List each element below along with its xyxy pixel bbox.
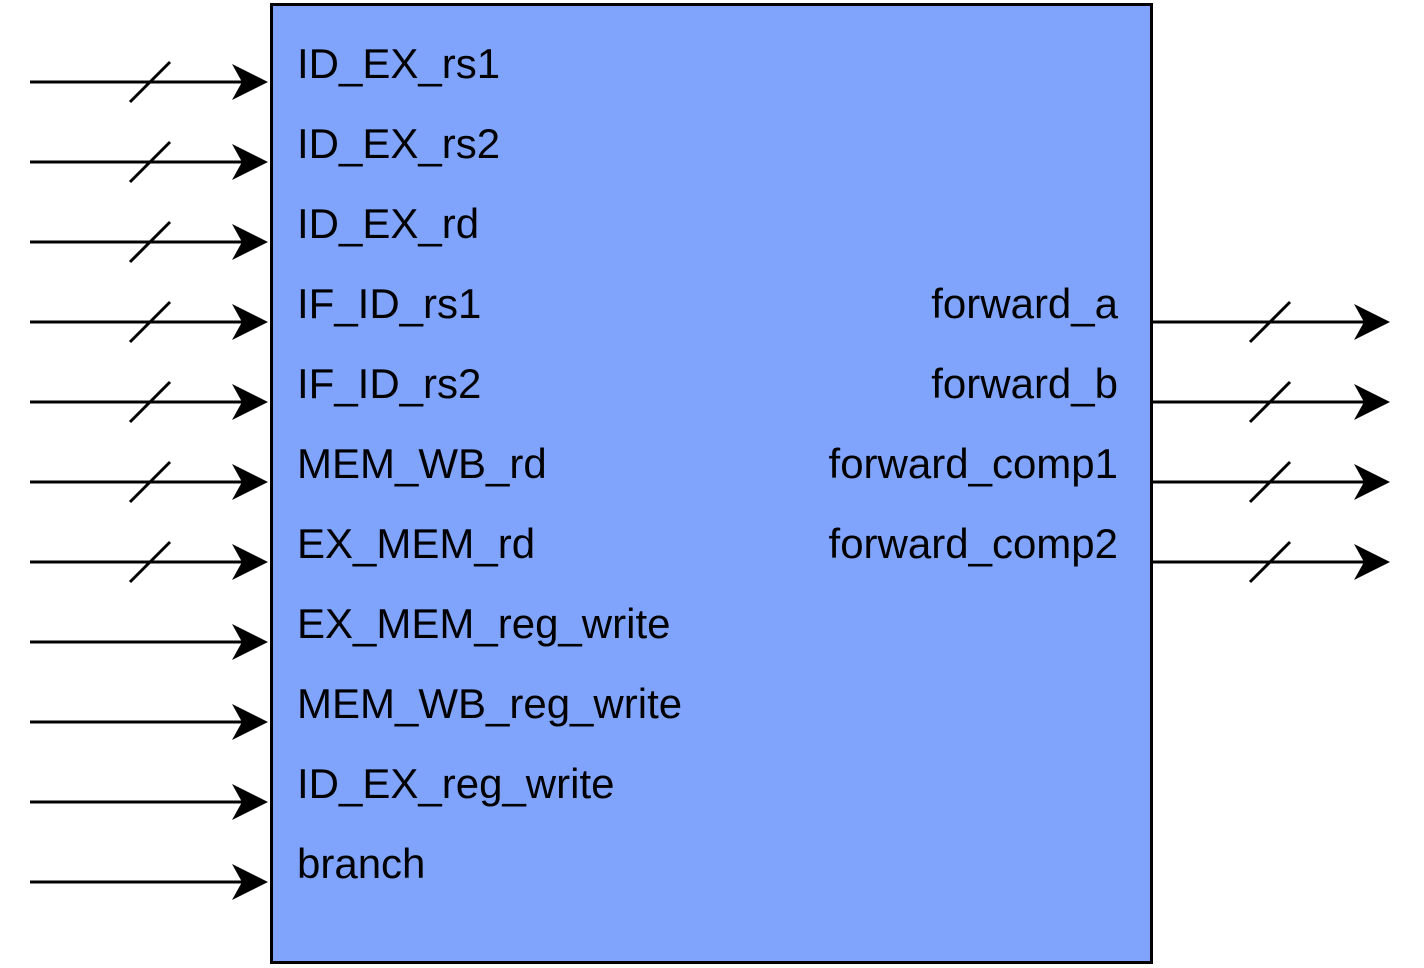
input-port-label: ID_EX_rs2 xyxy=(297,120,501,167)
input-port-label: branch xyxy=(297,840,426,887)
bus-width-slash xyxy=(1248,300,1292,344)
input-port-label: IF_ID_rs2 xyxy=(297,360,482,407)
bus-width-slash xyxy=(128,140,172,184)
output-port-label: forward_comp2 xyxy=(828,520,1118,567)
input-port-label: MEM_WB_reg_write xyxy=(297,680,683,727)
output-port-label: forward_a xyxy=(931,280,1118,327)
output-arrowhead xyxy=(1354,544,1390,580)
bus-width-slash xyxy=(1248,380,1292,424)
input-port-label: EX_MEM_reg_write xyxy=(297,600,671,647)
output-port-label: forward_comp1 xyxy=(828,440,1118,487)
bus-width-slash xyxy=(128,300,172,344)
output-arrowhead xyxy=(1354,384,1390,420)
bus-width-slash xyxy=(128,60,172,104)
input-port-label: ID_EX_rd xyxy=(297,200,480,247)
bus-width-slash xyxy=(1248,460,1292,504)
output-arrowhead xyxy=(1354,464,1390,500)
input-arrowhead xyxy=(232,864,268,900)
output-port-label: forward_b xyxy=(931,360,1118,407)
input-arrowhead xyxy=(232,784,268,820)
input-port-label: ID_EX_rs1 xyxy=(297,40,501,87)
forwarding-unit-block xyxy=(270,3,1153,964)
input-arrowhead xyxy=(232,464,268,500)
input-port-label: ID_EX_reg_write xyxy=(297,760,615,807)
input-arrowhead xyxy=(232,304,268,340)
input-arrowhead xyxy=(232,144,268,180)
bus-width-slash xyxy=(128,540,172,584)
input-port-label: EX_MEM_rd xyxy=(297,520,536,567)
output-arrowhead xyxy=(1354,304,1390,340)
bus-width-slash xyxy=(128,220,172,264)
input-port-label: IF_ID_rs1 xyxy=(297,280,482,327)
input-arrowhead xyxy=(232,224,268,260)
input-arrowhead xyxy=(232,624,268,660)
input-arrowhead xyxy=(232,384,268,420)
input-port-label: MEM_WB_rd xyxy=(297,440,547,487)
bus-width-slash xyxy=(128,460,172,504)
bus-width-slash xyxy=(1248,540,1292,584)
input-arrowhead xyxy=(232,64,268,100)
bus-width-slash xyxy=(128,380,172,424)
input-arrowhead xyxy=(232,704,268,740)
input-arrowhead xyxy=(232,544,268,580)
